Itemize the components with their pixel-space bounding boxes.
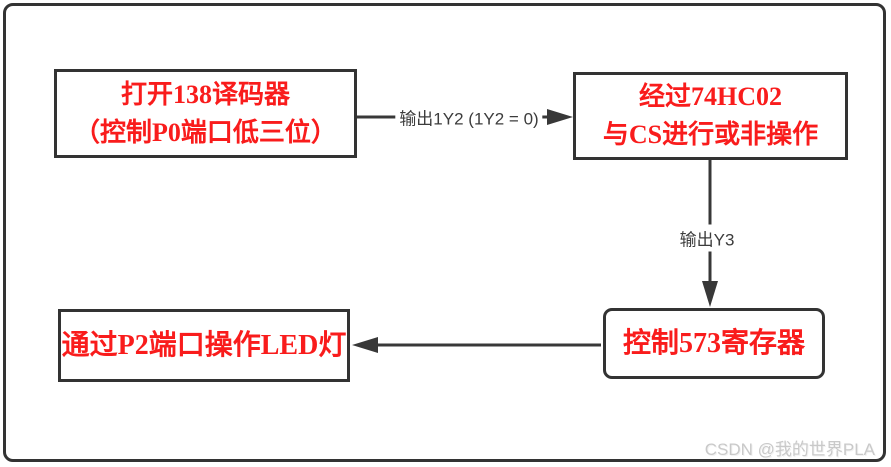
edge-label-output-1y2: 输出1Y2 (1Y2 = 0) — [395, 103, 543, 131]
node-control-573-register: 控制573寄存器 — [603, 308, 825, 379]
node-text-line: 经过74HC02 — [638, 82, 782, 111]
edge-573-to-led-arrow — [352, 337, 601, 353]
node-text-line: 打开138译码器 — [120, 79, 290, 109]
node-text-line: 控制573寄存器 — [622, 327, 805, 359]
node-open-138-decoder: 打开138译码器 （控制P0端口低三位） — [54, 69, 357, 158]
node-nor-with-74hc02: 经过74HC02 与CS进行或非操作 — [573, 72, 848, 160]
watermark-text: CSDN @我的世界PLA — [704, 440, 875, 459]
edge-output-y3-arrow — [702, 160, 718, 307]
node-operate-led-via-p2: 通过P2端口操作LED灯 — [58, 309, 350, 382]
edge-label-output-y3: 输出Y3 — [675, 224, 739, 252]
node-text-line: 通过P2端口操作LED灯 — [61, 329, 347, 361]
node-text-line: （控制P0端口低三位） — [74, 117, 337, 147]
node-text-line: 与CS进行或非操作 — [602, 120, 819, 149]
